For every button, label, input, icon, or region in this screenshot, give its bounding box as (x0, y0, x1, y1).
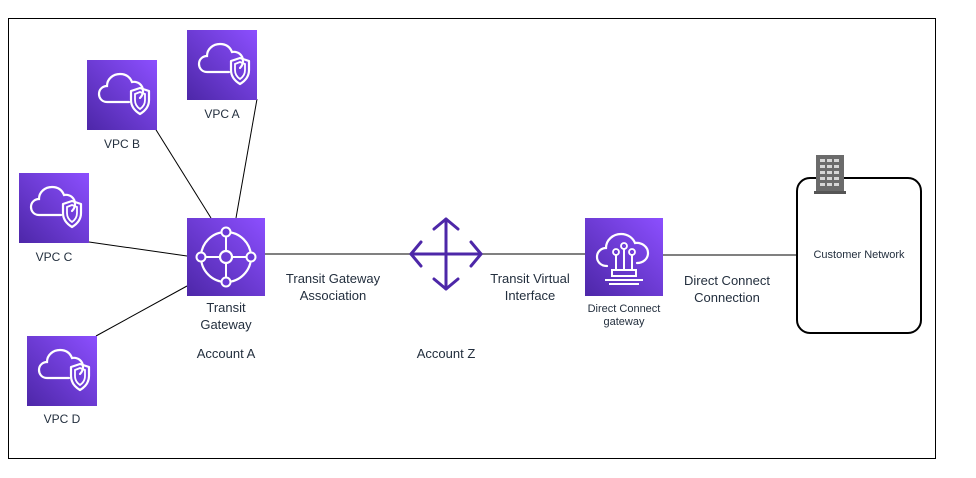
diagram-frame (8, 18, 936, 459)
router-icon (409, 217, 483, 291)
vpc-a-icon (187, 30, 257, 100)
dx-connection-line1: Direct Connect (684, 273, 770, 288)
line-vpc-b-tgw (152, 124, 212, 219)
line-vpc-c-tgw (88, 241, 188, 257)
transit-gateway-label-line2: Gateway (200, 317, 252, 332)
line-vpc-d-tgw (95, 285, 188, 337)
customer-network-label: Customer Network (813, 249, 905, 261)
tvi-label: Transit Virtual Interface (478, 270, 582, 304)
account-a-label: Account A (196, 346, 256, 361)
transit-gateway-label: Transit Gateway (186, 299, 266, 333)
dx-connection-line2: Connection (694, 290, 760, 305)
customer-network-box (796, 177, 922, 334)
vpc-c-icon (19, 173, 89, 243)
dx-gateway-label-line2: gateway (603, 316, 645, 328)
vpc-d-label: VPC D (43, 412, 81, 426)
direct-connect-gateway-icon (585, 218, 663, 296)
tgw-association-label: Transit Gateway Association (275, 270, 391, 304)
vpc-c-label: VPC C (35, 250, 73, 264)
line-vpc-a-tgw (235, 98, 258, 219)
transit-gateway-label-line1: Transit (206, 300, 246, 315)
tvi-line1: Transit Virtual (490, 271, 570, 286)
tgw-association-line2: Association (299, 288, 367, 303)
vpc-d-icon (27, 336, 97, 406)
dx-connection-label: Direct Connect Connection (672, 272, 782, 306)
dx-gateway-label: Direct Connect gateway (574, 303, 674, 329)
transit-gateway-icon (187, 218, 265, 296)
vpc-a-label: VPC A (204, 107, 240, 121)
dx-gateway-label-line1: Direct Connect (587, 303, 661, 315)
tgw-association-line1: Transit Gateway (285, 271, 381, 286)
tvi-line2: Interface (504, 288, 556, 303)
account-z-label: Account Z (416, 346, 476, 361)
vpc-b-label: VPC B (103, 137, 140, 151)
building-icon (814, 155, 846, 194)
vpc-b-icon (87, 60, 157, 130)
